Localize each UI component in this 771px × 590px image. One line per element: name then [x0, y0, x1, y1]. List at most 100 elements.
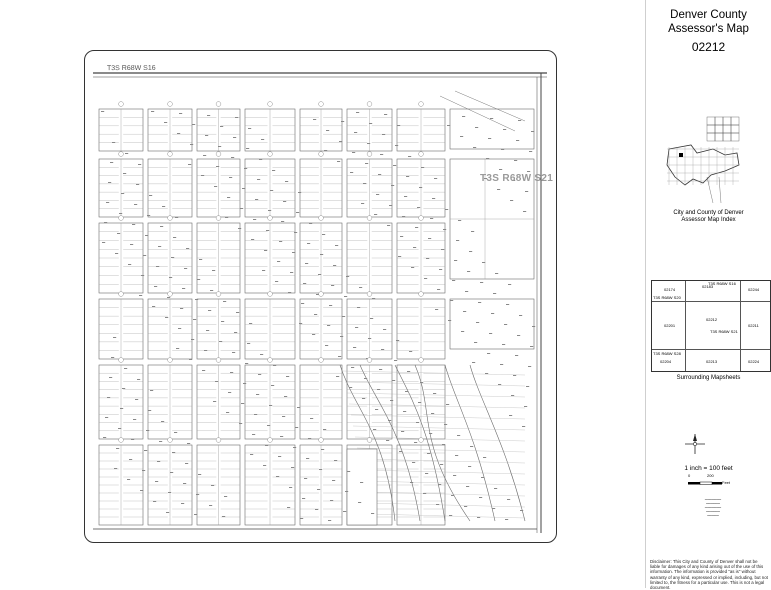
lot-number: [138, 164, 142, 165]
lot-number: [283, 201, 287, 202]
adjacent-sheet-e[interactable]: 02211: [748, 323, 759, 328]
street-marker: [318, 215, 324, 221]
lot-number: [135, 399, 139, 400]
lot-number: [478, 302, 482, 303]
lot-number: [115, 253, 119, 254]
lot-number: [320, 254, 324, 255]
lot-number: [384, 114, 388, 115]
lot-number: [236, 312, 240, 313]
lot-number: [445, 209, 449, 210]
lot-number: [141, 275, 145, 276]
lot-number: [228, 392, 232, 393]
street-marker: [267, 357, 273, 363]
lot-number: [113, 337, 117, 338]
lot-number: [269, 405, 273, 406]
adjacent-section-sw: T3S R68W S28: [653, 351, 681, 356]
lot-number: [292, 252, 296, 253]
lot-number: [271, 385, 275, 386]
lot-number: [506, 304, 510, 305]
lot-number: [425, 473, 429, 474]
lot-number: [509, 415, 513, 416]
lot-number: [369, 123, 373, 124]
lot-number: [281, 221, 285, 222]
lot-number: [161, 421, 165, 422]
lot-number: [257, 179, 261, 180]
lot-number: [171, 257, 175, 258]
lot-number: [527, 171, 531, 172]
lot-number: [333, 265, 337, 266]
lot-number: [276, 476, 280, 477]
lot-number: [107, 397, 111, 398]
lot-number: [396, 340, 400, 341]
adjacent-sheet-sw[interactable]: 02204: [660, 359, 672, 364]
lot-number: [116, 448, 120, 449]
adjacent-section-w: T3S R68W S20: [653, 295, 681, 300]
lot-number: [379, 369, 383, 370]
lot-number: [341, 121, 345, 122]
lot-number: [305, 263, 309, 264]
map-frame: T3S R68W S16 T3S R68W S21: [84, 50, 557, 543]
index-cell: [722, 116, 732, 126]
street-marker: [167, 101, 173, 107]
lot-number: [430, 218, 434, 219]
lot-number: [517, 335, 521, 336]
title-line-2: Assessor's Map: [668, 23, 749, 35]
lot-number: [350, 172, 354, 173]
lot-number: [196, 494, 200, 495]
lot-number: [314, 314, 318, 315]
street-marker: [366, 151, 373, 157]
lot-number: [108, 182, 112, 183]
lot-number: [202, 370, 206, 371]
lot-number: [298, 192, 302, 193]
lot-number: [192, 124, 196, 125]
lot-number: [458, 220, 462, 221]
lot-number: [351, 367, 355, 368]
lot-number: [223, 301, 227, 302]
adjacent-sheet-se[interactable]: 02224: [748, 359, 760, 364]
scale-zero-label: 0: [688, 473, 691, 478]
lot-number: [256, 394, 260, 395]
lot-number: [244, 168, 248, 169]
lot-number: [153, 501, 157, 502]
lot-number: [436, 504, 440, 505]
lot-number: [528, 366, 532, 367]
lot-number: [392, 380, 396, 381]
lot-number: [299, 323, 303, 324]
adjacent-sheet-w[interactable]: 02201: [664, 323, 676, 328]
lot-number: [374, 214, 378, 215]
city-block: [449, 298, 535, 350]
lot-number: [110, 162, 114, 163]
adjacent-sheet-n[interactable]: 02183: [702, 284, 714, 289]
lot-number: [235, 117, 239, 118]
section-label: T3S R68W S21: [480, 173, 554, 184]
lot-number: [289, 487, 293, 488]
lot-number: [435, 309, 439, 310]
lot-number: [285, 181, 289, 182]
adjacent-sheet-ne[interactable]: 02244: [748, 287, 760, 292]
lot-number: [170, 472, 174, 473]
lot-number: [176, 348, 180, 349]
adjacent-sheet-nw[interactable]: 02174: [664, 287, 676, 292]
lot-number: [189, 359, 193, 360]
lot-number: [218, 146, 222, 147]
lot-number: [370, 318, 374, 319]
lot-number: [411, 267, 415, 268]
lot-number: [375, 409, 379, 410]
lot-number: [128, 264, 132, 265]
lot-number: [500, 364, 504, 365]
lot-number: [373, 429, 377, 430]
lot-number: [451, 495, 455, 496]
lot-number: [360, 482, 364, 483]
adjacent-sheet-s[interactable]: 02213: [706, 359, 718, 364]
current-sheet: 02212: [706, 317, 718, 322]
lot-number: [155, 481, 159, 482]
lot-number: [190, 144, 194, 145]
parcel-line: [358, 458, 526, 464]
lot-number: [133, 419, 137, 420]
street-marker: [366, 357, 373, 363]
curved-street: [469, 364, 526, 522]
lot-number: [389, 205, 393, 206]
lot-number: [410, 482, 414, 483]
parcel-line: [362, 480, 526, 486]
lot-number: [193, 319, 197, 320]
